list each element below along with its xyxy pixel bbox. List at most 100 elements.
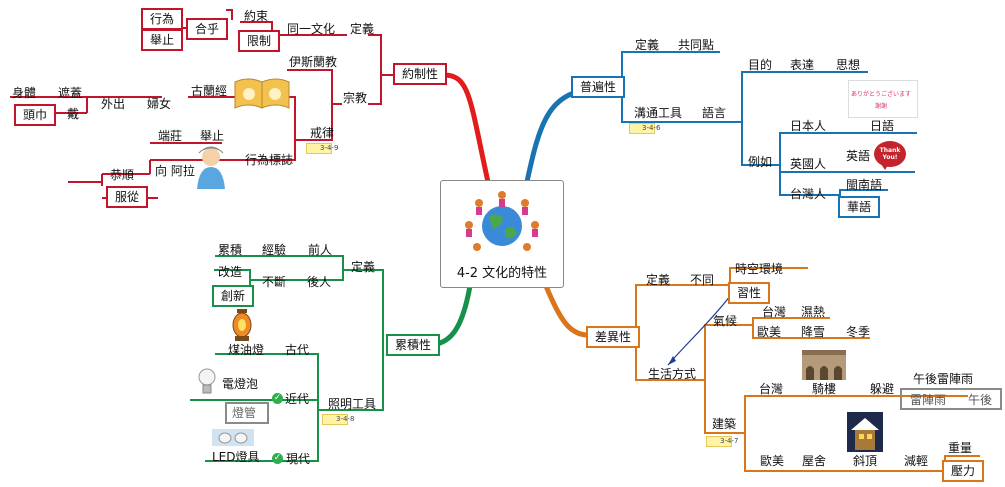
check-icon-current: ✓ xyxy=(272,453,283,464)
afternoon[interactable]: 午後 xyxy=(968,393,993,407)
minnan[interactable]: 閩南語 xyxy=(846,178,883,192)
british-person[interactable]: 英國人 xyxy=(790,157,827,171)
english[interactable]: 英語 xyxy=(846,149,871,163)
architecture[interactable]: 建築 xyxy=(712,417,737,431)
lighting-tool[interactable]: 照明工具 xyxy=(328,397,377,411)
winter[interactable]: 冬季 xyxy=(846,325,871,339)
purpose[interactable]: 目的 xyxy=(748,58,773,72)
express[interactable]: 表達 xyxy=(790,58,815,72)
fluorescent-tube[interactable]: 燈管 xyxy=(232,406,257,420)
thanks-jp-sub: 謝謝 xyxy=(875,103,888,110)
ancient[interactable]: 古代 xyxy=(285,343,310,357)
restrict[interactable]: 限制 xyxy=(238,30,281,52)
light-bulb[interactable]: 電燈泡 xyxy=(222,377,259,391)
thunder-shower[interactable]: 雷陣雨 xyxy=(910,393,947,407)
thought[interactable]: 思想 xyxy=(836,58,861,72)
quran[interactable]: 古蘭經 xyxy=(191,84,228,98)
topic-universal[interactable]: 普遍性 xyxy=(571,76,626,98)
central-topic[interactable]: 4-2 文化的特性 xyxy=(440,180,564,288)
weight[interactable]: 重量 xyxy=(948,441,973,455)
headscarf[interactable]: 頭巾 xyxy=(14,104,57,126)
going-out[interactable]: 外出 xyxy=(101,97,126,111)
communication-tool[interactable]: 溝通工具 xyxy=(634,106,683,120)
women[interactable]: 婦女 xyxy=(147,97,172,111)
house[interactable]: 屋舍 xyxy=(802,454,827,468)
snowy-house-icon xyxy=(847,412,883,456)
spacetime[interactable]: 時空環境 xyxy=(735,262,784,276)
behavior[interactable]: 行為 xyxy=(141,8,184,30)
universal-definition[interactable]: 定義 xyxy=(635,38,660,52)
topic-accumulative[interactable]: 累積性 xyxy=(386,334,441,356)
wear[interactable]: 戴 xyxy=(67,107,80,121)
japanese-thanks-card: ありがとうございます 謝謝 xyxy=(848,80,918,118)
same-culture[interactable]: 同一文化 xyxy=(287,22,336,36)
humid-hot[interactable]: 濕熱 xyxy=(801,305,826,319)
improve[interactable]: 改造 xyxy=(218,265,243,279)
reduce[interactable]: 減輕 xyxy=(904,454,929,468)
taiwanese-person[interactable]: 台灣人 xyxy=(790,187,827,201)
led-lamp[interactable]: LED燈具 xyxy=(212,450,260,464)
body[interactable]: 身體 xyxy=(12,86,37,100)
custom[interactable]: 習性 xyxy=(728,282,771,304)
common[interactable]: 共同點 xyxy=(678,38,715,52)
note-icon-red[interactable] xyxy=(306,143,332,154)
descendants[interactable]: 後人 xyxy=(307,275,332,289)
pressure[interactable]: 壓力 xyxy=(942,460,985,482)
snow[interactable]: 降雪 xyxy=(801,325,826,339)
arcade-building-icon xyxy=(801,349,847,385)
continuously[interactable]: 不斷 xyxy=(262,275,287,289)
children-around-globe-icon xyxy=(465,191,539,251)
religion[interactable]: 宗教 xyxy=(343,91,368,105)
arcade[interactable]: 騎樓 xyxy=(812,382,837,396)
quran-book-icon xyxy=(233,76,291,114)
slope-roof[interactable]: 斜頂 xyxy=(853,454,878,468)
avoid[interactable]: 躲避 xyxy=(870,382,895,396)
climate-taiwan[interactable]: 台灣 xyxy=(762,305,787,319)
thank-you-bubble-icon: Thank You! xyxy=(873,140,907,174)
difference-definition[interactable]: 定義 xyxy=(646,273,671,287)
arch-taiwan[interactable]: 台灣 xyxy=(759,382,784,396)
different[interactable]: 不同 xyxy=(690,273,715,287)
example[interactable]: 例如 xyxy=(748,155,773,169)
kerosene-lamp[interactable]: 煤油燈 xyxy=(228,343,265,357)
experience[interactable]: 經驗 xyxy=(262,243,287,257)
cover[interactable]: 遮蓋 xyxy=(58,86,83,100)
afternoon-shower[interactable]: 午後雷陣雨 xyxy=(913,372,974,386)
current[interactable]: 現代 xyxy=(286,452,311,466)
arch-europe[interactable]: 歐美 xyxy=(760,454,785,468)
ref-constraint: 3-4-9 xyxy=(320,144,339,152)
topic-constraint[interactable]: 約制性 xyxy=(393,63,448,85)
accumulative-definition[interactable]: 定義 xyxy=(351,260,376,274)
behavior-mark[interactable]: 行為標誌 xyxy=(245,153,294,167)
mandarin[interactable]: 華語 xyxy=(838,196,881,218)
predecessors[interactable]: 前人 xyxy=(308,243,333,257)
climate[interactable]: 氣候 xyxy=(713,314,738,328)
conduct[interactable]: 舉止 xyxy=(141,29,184,51)
lifestyle[interactable]: 生活方式 xyxy=(648,367,697,381)
to-allah[interactable]: 向 阿拉 xyxy=(155,164,195,178)
accumulate[interactable]: 累積 xyxy=(218,243,243,257)
ref-universal: 3-4-6 xyxy=(642,124,661,132)
kerosene-lamp-icon xyxy=(229,308,255,346)
light-bulb-icon xyxy=(197,367,217,401)
climate-europe[interactable]: 歐美 xyxy=(757,325,782,339)
constraint-definition[interactable]: 定義 xyxy=(350,22,375,36)
innovate[interactable]: 創新 xyxy=(212,285,255,307)
japanese[interactable]: 日語 xyxy=(870,119,895,133)
note-icon-green[interactable] xyxy=(322,414,348,425)
conform[interactable]: 合乎 xyxy=(186,18,229,40)
ref-difference: 3-4-7 xyxy=(720,437,739,445)
precept-conduct[interactable]: 舉止 xyxy=(200,129,225,143)
language[interactable]: 語言 xyxy=(702,106,727,120)
obedient[interactable]: 服從 xyxy=(106,186,149,208)
modern[interactable]: 近代 xyxy=(285,392,310,406)
japanese-person[interactable]: 日本人 xyxy=(790,119,827,133)
note-icon-orange[interactable] xyxy=(706,436,732,447)
topic-difference[interactable]: 差異性 xyxy=(586,326,641,348)
precepts[interactable]: 戒律 xyxy=(310,126,335,140)
solemn[interactable]: 端莊 xyxy=(158,129,183,143)
respectful[interactable]: 恭順 xyxy=(110,168,135,182)
bind[interactable]: 約束 xyxy=(244,9,269,23)
islam[interactable]: 伊斯蘭教 xyxy=(289,55,338,69)
note-icon-blue[interactable] xyxy=(629,123,655,134)
